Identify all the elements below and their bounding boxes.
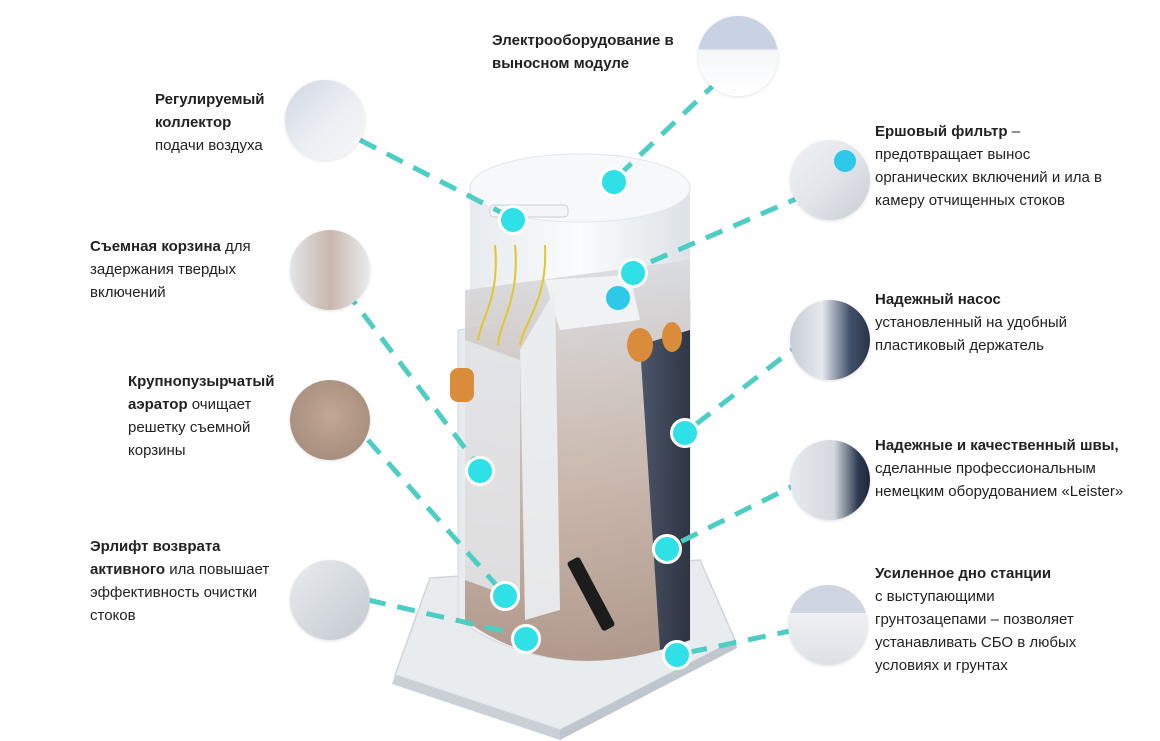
callout-basket-text: для задержания твердых включений bbox=[90, 238, 251, 301]
air-collector-thumbnail bbox=[285, 80, 365, 160]
callout-filter-text: – предотвращает вынос органических включ… bbox=[875, 123, 1102, 209]
brush-filter-thumbnail bbox=[790, 140, 870, 220]
callout-filter: Ершовый фильтр – предотвращает вынос орг… bbox=[875, 120, 1120, 212]
marker-collector bbox=[498, 205, 528, 235]
pump-holder-thumbnail bbox=[790, 300, 870, 380]
marker-pump bbox=[670, 418, 700, 448]
callout-seams-title: Надежные и качественный швы, bbox=[875, 437, 1119, 454]
tank-body bbox=[450, 204, 691, 662]
removable-basket-thumbnail bbox=[290, 230, 370, 310]
callout-collector-text: подачи воздуха bbox=[155, 137, 263, 154]
aerator-thumbnail bbox=[290, 380, 370, 460]
electrical-module-thumbnail bbox=[698, 16, 778, 96]
callout-bottom: Усиленное дно станции с выступающими гру… bbox=[875, 562, 1095, 677]
callout-electro-title: Электрооборудование в выносном модуле bbox=[492, 32, 674, 72]
callout-aerator-title: Крупнопузырчатый аэратор bbox=[128, 373, 275, 413]
callout-pump: Надежный насос установленный на удобный … bbox=[875, 288, 1075, 357]
callout-electro: Электрооборудование в выносном модуле bbox=[492, 29, 697, 75]
brush-filter-icon bbox=[834, 150, 856, 172]
marker-filter bbox=[618, 258, 648, 288]
marker-aerator bbox=[490, 581, 520, 611]
callout-airlift: Эрлифт возврата активного ила повышает э… bbox=[90, 535, 290, 627]
reinforced-bottom-thumbnail bbox=[788, 585, 868, 665]
marker-electro bbox=[599, 167, 629, 197]
callout-aerator-text: очищает решетку съемной корзины bbox=[128, 396, 252, 459]
callout-pump-title: Надежный насос bbox=[875, 291, 1001, 308]
callout-seams-text: сделанные профессиональным немецким обор… bbox=[875, 460, 1124, 500]
airlift-thumbnail bbox=[290, 560, 370, 640]
callout-collector-title: Регулируемый коллектор bbox=[155, 91, 265, 131]
callout-basket-title: Съемная корзина bbox=[90, 238, 221, 255]
marker-basket bbox=[465, 456, 495, 486]
marker-seams bbox=[652, 534, 682, 564]
callout-bottom-text: с выступающими грунтозацепами – позволяе… bbox=[875, 588, 1077, 674]
callout-bottom-title: Усиленное дно станции bbox=[875, 565, 1052, 582]
callout-filter-title: Ершовый фильтр bbox=[875, 123, 1008, 140]
connector-lines bbox=[343, 58, 807, 658]
callout-seams: Надежные и качественный швы, сделанные п… bbox=[875, 434, 1160, 503]
callout-pump-text: установленный на удобный пластиковый дер… bbox=[875, 314, 1068, 354]
callout-airlift-text: ила повышает эффективность очистки стоко… bbox=[90, 561, 270, 624]
callout-aerator: Крупнопузырчатый аэратор очищает решетку… bbox=[128, 370, 298, 462]
welded-seam-thumbnail bbox=[790, 440, 870, 520]
callout-collector: Регулируемый коллектор подачи воздуха bbox=[155, 88, 300, 157]
callout-airlift-title: Эрлифт возврата активного bbox=[90, 538, 221, 578]
callout-basket: Съемная корзина для задержания твердых в… bbox=[90, 235, 290, 304]
marker-airlift bbox=[511, 624, 541, 654]
marker-bottom bbox=[662, 640, 692, 670]
